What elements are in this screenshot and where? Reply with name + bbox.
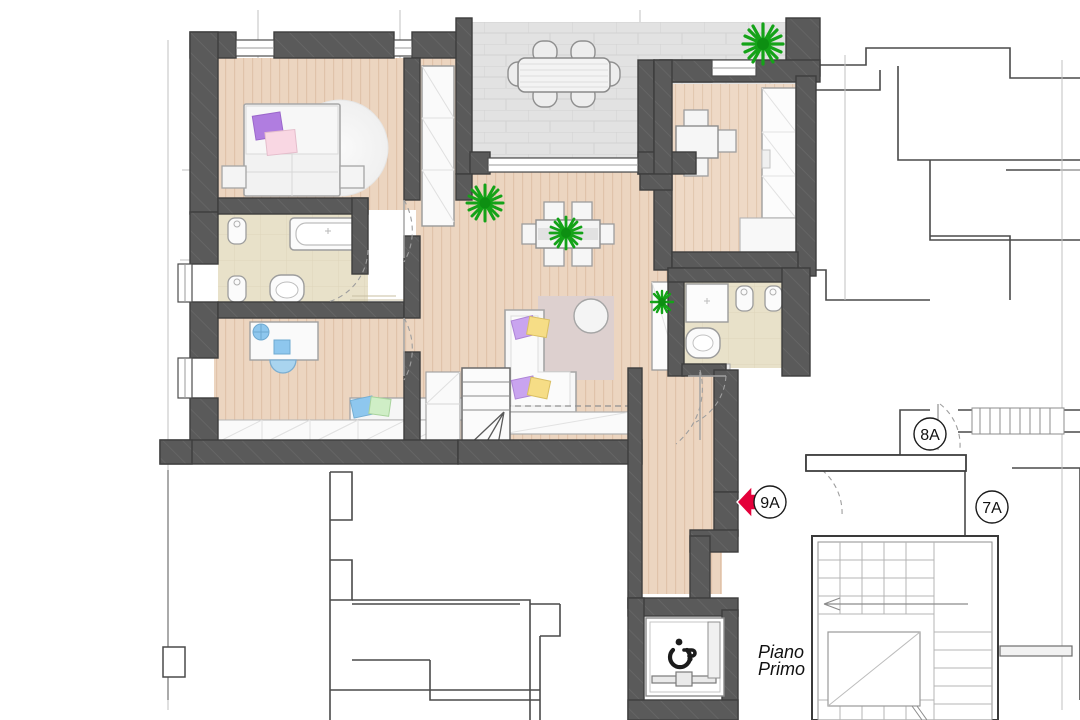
nightstand-right: [339, 165, 365, 189]
marker-8a-circle: [913, 417, 947, 451]
guest-bath-door-arc: [695, 375, 727, 423]
cushion-yellow-1: [526, 315, 550, 339]
marker-8a-label: 8A: [920, 427, 940, 444]
marker-9a-circle: [753, 485, 787, 519]
common-staircase: [811, 535, 1073, 720]
desk-chair: [269, 359, 297, 374]
marker-7a-label: 7A: [982, 500, 1002, 517]
elevator-cabin: [645, 617, 725, 697]
marker-7a-circle: [975, 490, 1009, 524]
washbasin: [269, 274, 305, 304]
bidet: [227, 275, 247, 303]
common-landing: [805, 454, 967, 472]
level-label-line1: Piano: [758, 642, 804, 662]
toilet-guest: [735, 285, 754, 312]
interior-staircase: [425, 367, 511, 451]
stair-up-arrow: [823, 597, 968, 611]
nightstand-left: [221, 165, 247, 189]
entrance-door-arc: [675, 369, 703, 445]
marker-9a[interactable]: 9A: [736, 484, 787, 520]
cushion-yellow-2: [526, 376, 552, 400]
level-label: Piano Primo: [758, 642, 805, 679]
plant-hall: [465, 183, 505, 223]
bidet-guest: [764, 285, 783, 312]
terrace-oval-table-6: [507, 40, 621, 108]
toilet: [227, 217, 247, 245]
marker-9a-label: 9A: [760, 495, 780, 512]
master-bedroom-furniture: [221, 65, 455, 227]
cushion-green: [368, 396, 392, 417]
radiator-grid: [971, 407, 1065, 435]
washbasin-guest: [685, 327, 721, 359]
desk-monitor: [273, 339, 291, 355]
marker-7a[interactable]: 7A: [975, 490, 1009, 524]
living-room-furniture: [501, 296, 633, 435]
cushion-pink: [264, 128, 298, 157]
door-swings: [327, 199, 961, 517]
marker-8a[interactable]: 8A: [913, 417, 947, 451]
windows: [177, 39, 757, 399]
door-8a-arc: [939, 403, 961, 449]
plant-dining-table: [548, 215, 584, 251]
wheelchair-icon: [667, 638, 697, 670]
plant-living: [649, 289, 675, 315]
level-label-line2: Primo: [758, 659, 805, 679]
coffee-table: [573, 298, 609, 334]
apartment-walls: [159, 17, 821, 720]
neighbour-fixture: [162, 646, 186, 678]
door-7a-arc: [821, 469, 843, 517]
bedroom-door-arc: [403, 199, 413, 263]
wardrobe-bedroom: [421, 65, 455, 227]
plant-terrace: [741, 22, 785, 66]
plants: [465, 22, 785, 315]
stair-void: [827, 631, 921, 707]
bathroom-door-arc: [403, 317, 413, 381]
